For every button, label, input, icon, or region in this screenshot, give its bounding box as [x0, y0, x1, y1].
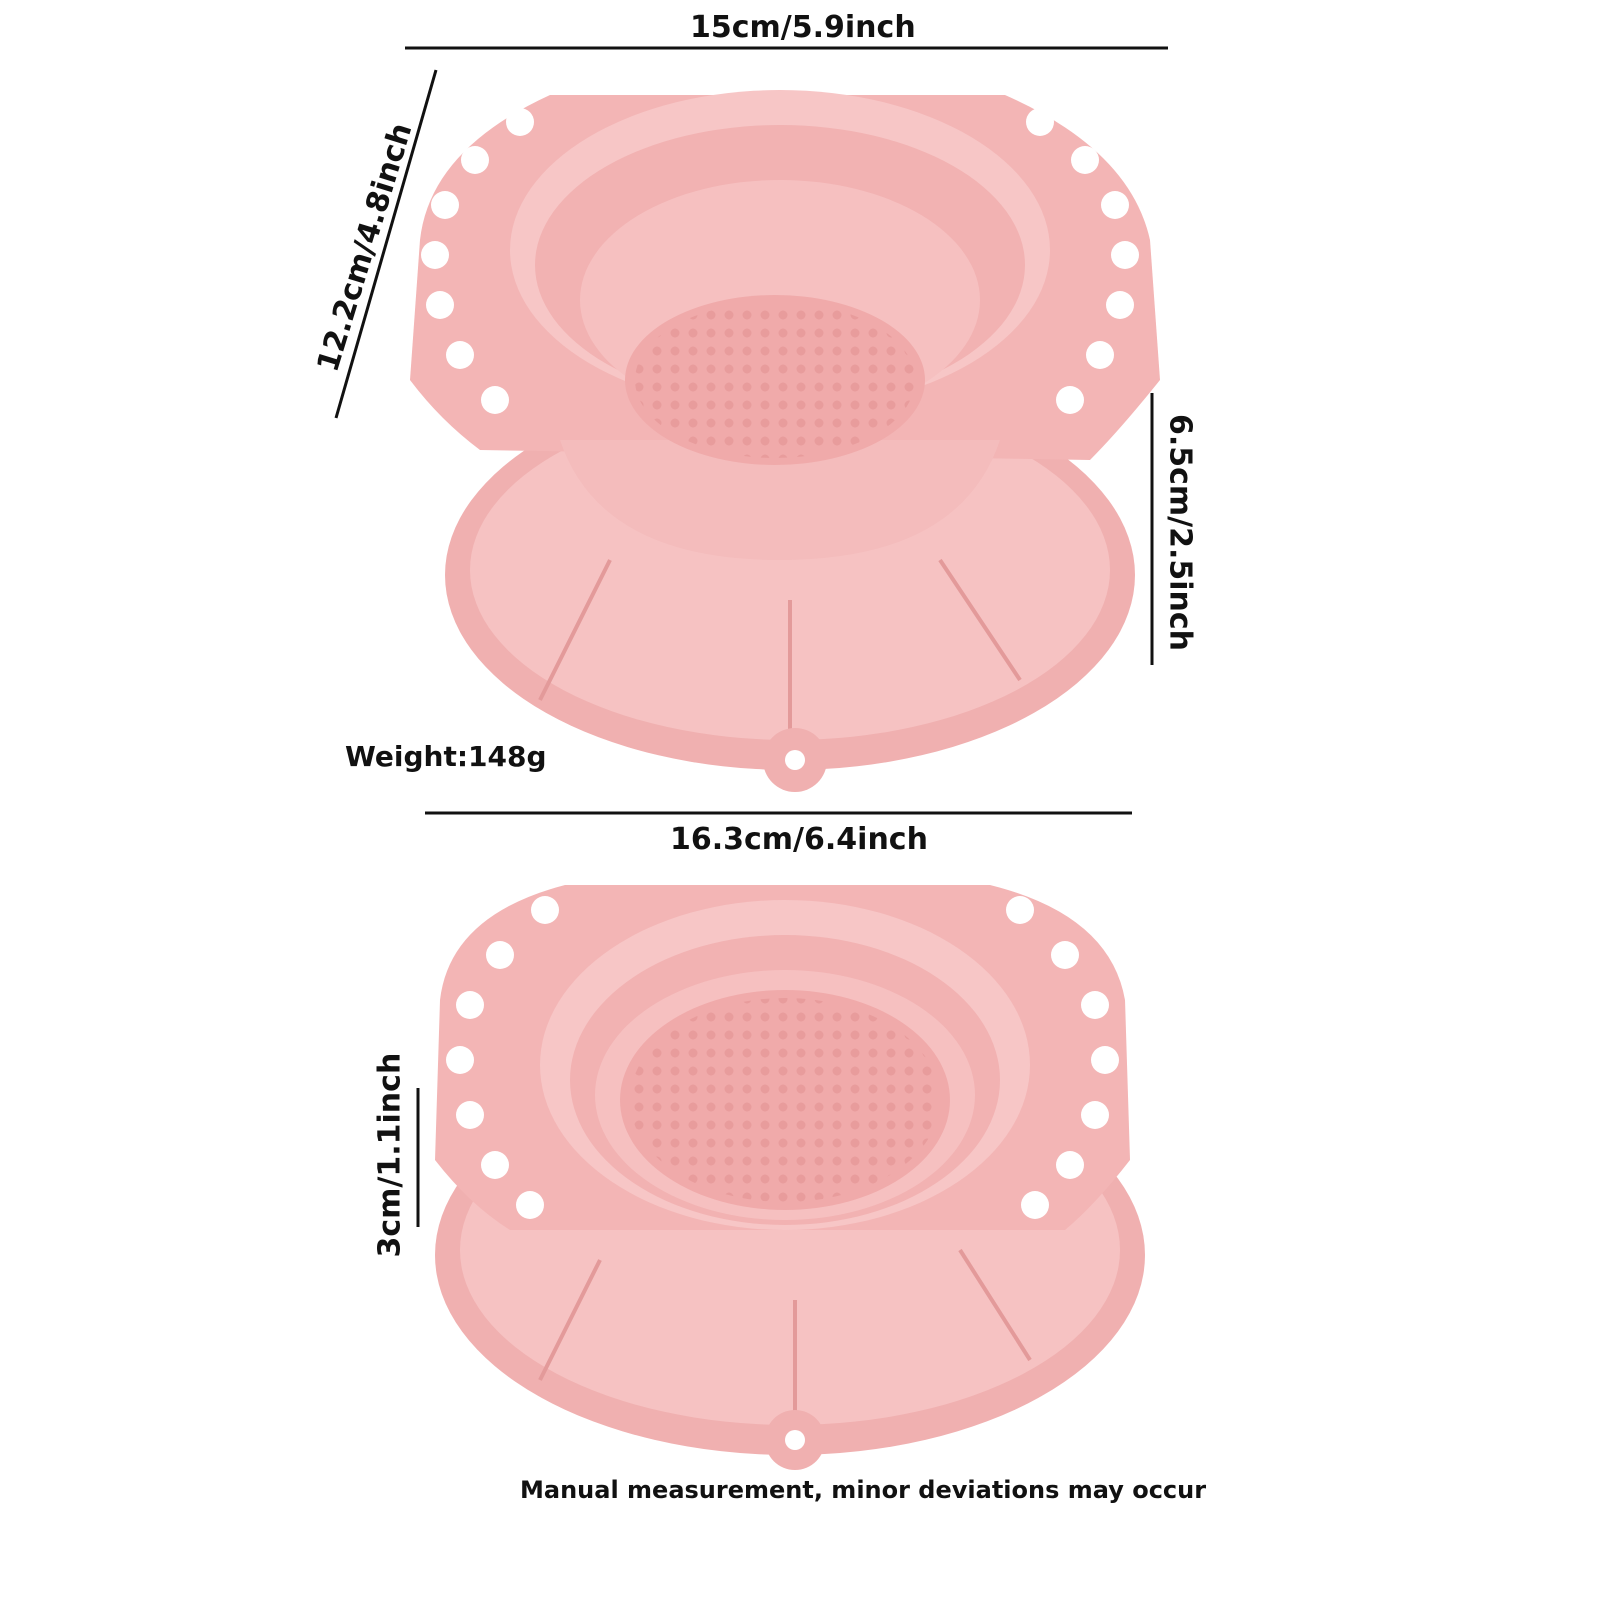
bottom-width-label: 16.3cm/6.4inch [670, 822, 928, 857]
top-width-label: 15cm/5.9inch [690, 10, 916, 45]
dimension-lines [334, 46, 1168, 1227]
expanded-bowl-illustration [410, 90, 1160, 792]
collapsed-bowl-illustration [435, 885, 1145, 1470]
top-height-label: 6.5cm/2.5inch [1162, 413, 1198, 652]
bottom-height-label: 3cm/1.1inch [372, 1052, 408, 1258]
weight-label: Weight:148g [345, 740, 547, 773]
top-depth-line [334, 69, 438, 419]
measurement-footnote: Manual measurement, minor deviations may… [520, 1476, 1207, 1504]
